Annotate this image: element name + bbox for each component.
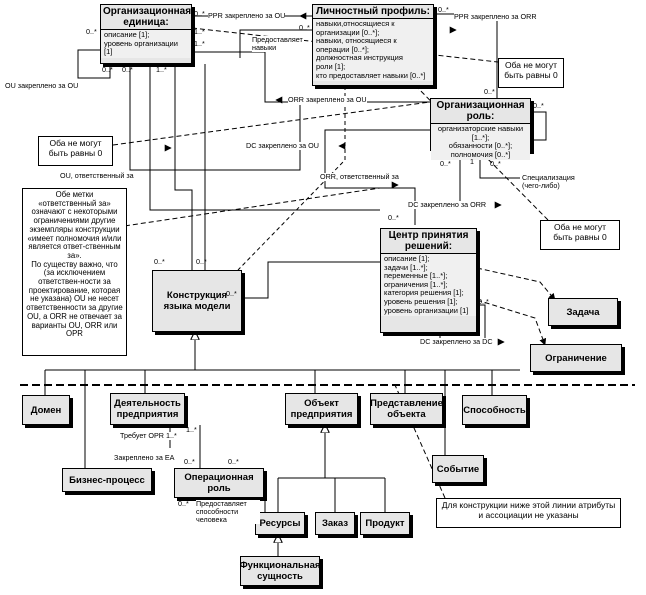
product-box[interactable]: Продукт (360, 512, 410, 535)
dc-construct-link (242, 261, 380, 299)
mult: 0..* (178, 499, 189, 508)
hierarchy-lines (44, 332, 520, 468)
decision-center-attrs: описание [1]; задачи [1..*]; переменные … (381, 253, 476, 317)
mult: 1 (470, 157, 474, 166)
constraint-box[interactable]: Ограничение (530, 344, 622, 372)
ou-dc-link (149, 64, 380, 211)
org-role-title: Организационная роль: (436, 100, 525, 122)
capability-box[interactable]: Способность (462, 395, 527, 425)
mult: 0..* (490, 159, 501, 168)
org-unit-title: Организационная единица: (103, 6, 192, 28)
mult: 0..* (196, 257, 207, 266)
label-assigned-ea: Закреплено за EA (114, 453, 175, 462)
org-role-attrs: организаторские навыки [1..*]; обязаннос… (431, 123, 530, 161)
opr-resources-link (195, 497, 266, 512)
business-process-box[interactable]: Бизнес-процесс (62, 468, 152, 492)
resources-box[interactable]: Ресурсы (255, 512, 305, 535)
label-dc-assigned-ou: DC закреплено за OU (246, 141, 319, 150)
note-not-equal-3: Оба не могут быть равны 0 (540, 220, 620, 250)
mult: 1..* (194, 39, 205, 48)
enterprise-activity-box[interactable]: Деятельность предприятия (110, 393, 185, 425)
enterprise-object-box[interactable]: Объект предприятия (285, 393, 358, 425)
mult: 0..* (154, 257, 165, 266)
object-view-box[interactable]: Представление объекта (370, 393, 443, 425)
note-responsible: Обе метки «ответственный за» означают с … (22, 188, 127, 356)
mult: 0..* (86, 27, 97, 36)
role-self-loop (531, 111, 547, 141)
ou-construct-link (174, 64, 193, 270)
role-responsible-link (324, 129, 430, 225)
label-dc-assigned-orr: DC закреплено за ORR (408, 200, 487, 209)
operational-role-box[interactable]: Операционная роль (174, 468, 264, 498)
profile-role-link (434, 13, 498, 98)
dc-task-dashed (476, 267, 556, 301)
decision-center-box[interactable]: Центр принятия решений: описание [1]; за… (380, 228, 477, 333)
provides-skills-link (239, 29, 312, 58)
label-ou-responsible: OU, ответственный за (60, 171, 134, 180)
mult: 1..* (186, 425, 197, 434)
note-not-equal-2: Оба не могут быть равны 0 (498, 58, 564, 88)
org-role-box[interactable]: Организационная роль: организаторские на… (430, 98, 531, 161)
mult: 1..* (156, 65, 167, 74)
mult: 0..* (478, 297, 489, 306)
functional-entity-box[interactable]: Функциональная сущность (240, 556, 320, 586)
mult: 1..* (194, 27, 205, 36)
domain-box[interactable]: Домен (22, 395, 70, 425)
label-ou-assigned-ou: OU закреплено за OU (5, 81, 79, 90)
ou-responsible-link (129, 64, 301, 171)
profile-title: Личностный профиль: (316, 6, 430, 17)
label-requires-opr: Требует OPR 1..* (120, 431, 177, 440)
label-provides-capability: Предоставляет способности человека (196, 500, 260, 524)
mult: 0..* (228, 457, 239, 466)
label-dc-assigned-dc: DC закреплено за DC (420, 337, 493, 346)
label-specialization: Специализация (чего-либо) (522, 174, 592, 190)
mult: 0..* (484, 87, 495, 96)
task-box[interactable]: Задача (548, 298, 618, 326)
dc-constraint-dashed (476, 299, 547, 346)
mult: 0..* (438, 5, 449, 14)
label-provides-skills: Предоставляет навыки (252, 35, 304, 52)
profile-attrs: навыки,относящиеся к организации [0..*];… (313, 18, 433, 82)
mult: 0..* (533, 101, 544, 110)
profile-box[interactable]: Личностный профиль: навыки,относящиеся к… (312, 4, 434, 86)
mult: 0..* (184, 457, 195, 466)
note-below-line: Для конструкции ниже этой линии атрибуты… (436, 498, 621, 528)
order-box[interactable]: Заказ (315, 512, 355, 535)
decision-center-title: Центр принятия решений: (388, 230, 469, 252)
mult: 0..* (226, 289, 237, 298)
note1-connector (112, 101, 431, 146)
label-orr-assigned-ou: ORR закреплено за OU (288, 95, 367, 104)
mult: 0..* (440, 159, 451, 168)
profile-construct-dashed (237, 86, 346, 271)
label-ppr-orr: PPR закреплено за ORR (454, 12, 537, 21)
ou-self-loop (77, 49, 111, 79)
mult: 0..* (194, 9, 205, 18)
note-not-equal-1: Оба не могут быть равны 0 (38, 136, 113, 166)
eo-children (277, 445, 386, 512)
label-orr-responsible: ORR, ответственный за (320, 172, 400, 181)
mult: 0..* (388, 213, 399, 222)
org-unit-attrs: описание [1]; уровень организации [1] (101, 29, 191, 58)
mult: 0..* (122, 65, 133, 74)
mult: 0..* (299, 23, 310, 32)
org-unit-box[interactable]: Организационная единица: описание [1]; у… (100, 4, 192, 64)
event-box[interactable]: Событие (432, 455, 484, 483)
label-ppr-ou: PPR закреплено за OU (208, 11, 286, 20)
mult: 0..* (102, 65, 113, 74)
model-construct-box[interactable]: Конструкция языка модели (152, 270, 242, 332)
